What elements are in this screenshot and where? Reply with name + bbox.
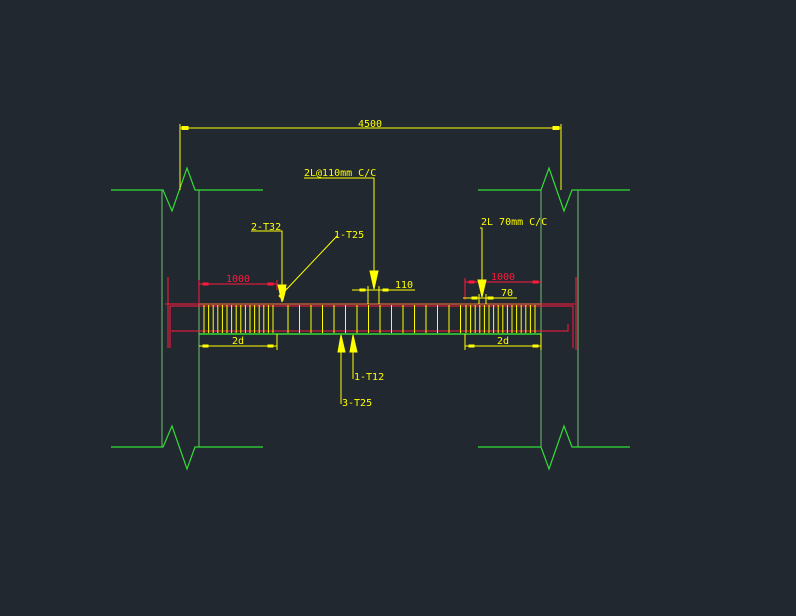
- left-1000-dimension: [198, 280, 278, 304]
- left-2d-label: 2d: [232, 336, 244, 347]
- spacing-70-label: 70: [501, 288, 513, 299]
- end-stirrups-label: 2L 70mm C/C: [481, 217, 547, 228]
- mid-stirrups-label: 2L@110mm C/C: [304, 168, 376, 179]
- bottom-extra-label: 1-T12: [354, 372, 384, 383]
- main-reinforcement: [165, 277, 577, 350]
- spacing-110-dimension: [352, 286, 415, 304]
- bottom-bars-label: 3-T25: [342, 398, 372, 409]
- right-2d-label: 2d: [497, 336, 509, 347]
- left-2d-dimension: [199, 334, 278, 350]
- spacing-110-label: 110: [395, 280, 413, 291]
- stirrups: [203, 305, 536, 333]
- span-dimension: [179, 124, 562, 190]
- extra-top-label: 1-T25: [334, 230, 364, 241]
- top-bars-label: 2-T32: [251, 222, 281, 233]
- right-1000-dimension: [464, 278, 541, 300]
- span-dimension-label: 4500: [358, 119, 382, 130]
- right-2d-dimension: [464, 334, 542, 350]
- break-lines: [111, 166, 630, 471]
- leaders: [251, 177, 487, 404]
- left-1000-label: 1000: [226, 274, 250, 285]
- right-column: [540, 190, 579, 447]
- spacing-70-dimension: [463, 294, 517, 304]
- left-column: [161, 190, 200, 447]
- right-1000-label: 1000: [491, 272, 515, 283]
